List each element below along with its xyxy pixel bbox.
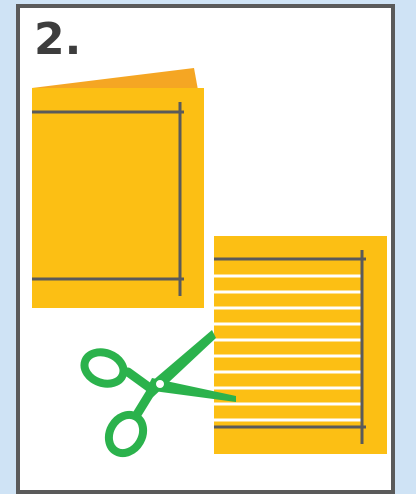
paper-fold-flap (32, 68, 198, 90)
scissors-arm-upper (128, 372, 150, 388)
scissors-handle-upper (80, 347, 128, 389)
striped-paper-icon (214, 236, 387, 454)
scissors-arm-lower (136, 390, 152, 416)
illustration (0, 0, 416, 480)
scissors-handle-lower (102, 409, 150, 460)
scissors-pivot (156, 380, 164, 388)
folded-paper (32, 88, 204, 308)
folded-paper-icon (32, 68, 204, 308)
scissors-icon (80, 330, 236, 459)
